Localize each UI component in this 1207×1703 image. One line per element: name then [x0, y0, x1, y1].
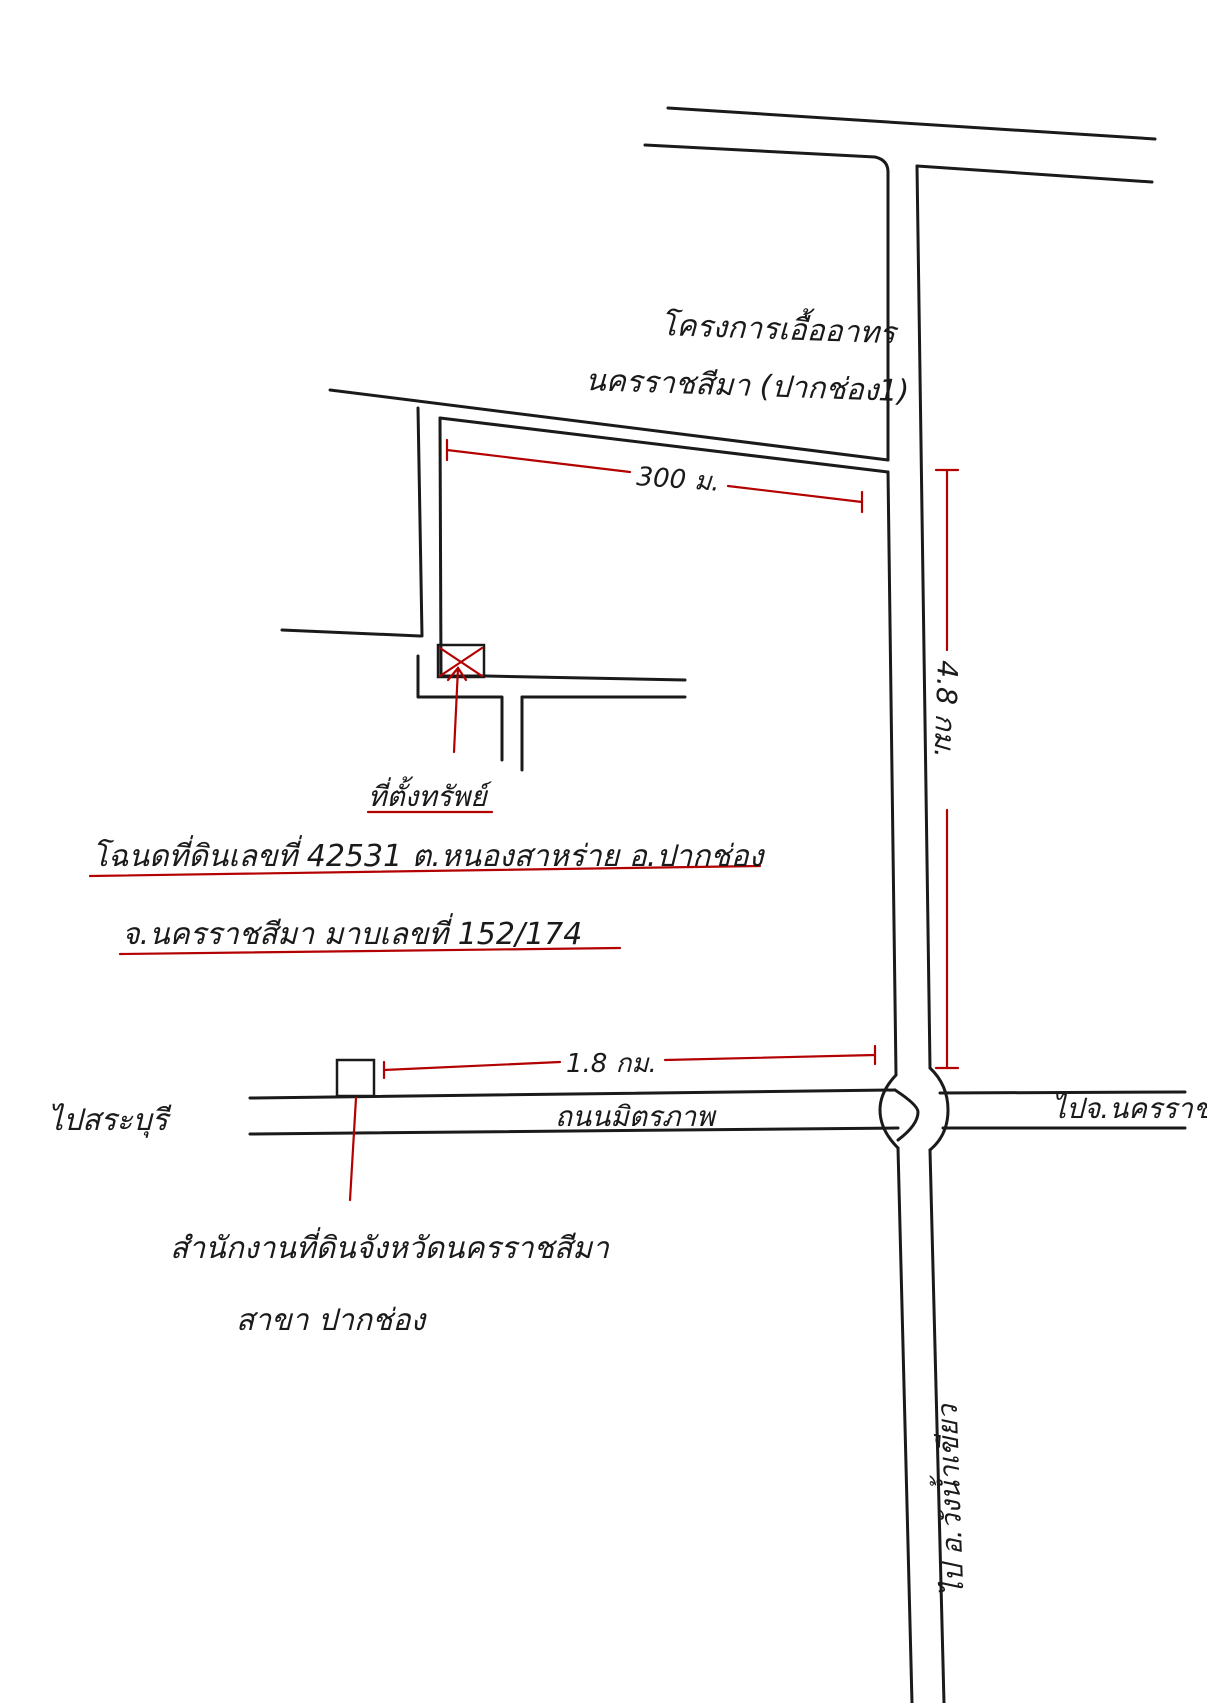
road-name-label: ถนนมิตรภาพ	[555, 1100, 717, 1133]
distance-4-8-label: 4.8 กม.	[928, 660, 964, 759]
land-office-pointer	[348, 1096, 358, 1202]
landmark-top-label: โครงการเอื้ออาทร	[660, 303, 900, 351]
land-office-box	[335, 1058, 376, 1098]
deed-line-1-underline	[88, 864, 762, 878]
deed-line-2-underline	[118, 946, 622, 956]
mittraphap-road	[248, 1066, 1187, 1152]
to-right-label: ไปจ.นครราชสีมา	[1052, 1092, 1207, 1125]
distance-1-8-label: 1.8 กม.	[566, 1049, 657, 1079]
top-road	[643, 106, 1157, 462]
south-road	[896, 1146, 946, 1703]
landmark-top-label-2: นครราชสีมา (ปากช่อง1)	[585, 363, 910, 409]
deed-line-2: จ.นครราชสีมา มาบเลขที่ 152/174	[122, 913, 582, 952]
land-office-label-2: สาขา ปากช่อง	[236, 1303, 427, 1338]
land-office-label-1: สำนักงานที่ดินจังหวัดนครราชสีมา	[170, 1227, 610, 1266]
to-bottom-label: ไป อ.วังน้ำเขียว	[927, 1402, 971, 1597]
property-pointer-arrow	[446, 666, 468, 754]
crossed-box-icon	[436, 643, 486, 679]
dimension-300m	[445, 438, 864, 514]
dimension-1-8km	[382, 1044, 877, 1080]
deed-line-1: โฉนดที่ดินเลขที่ 42531 ต.หนองสาหร่าย อ.ป…	[92, 835, 766, 874]
property-label: ที่ตั้งทรัพย์	[368, 776, 493, 813]
dimension-4-8km	[934, 468, 960, 1070]
vertical-road	[886, 164, 932, 1077]
distance-300-label: 300 ม.	[636, 462, 721, 498]
project-access-road	[280, 388, 890, 772]
to-left-label: ไปสระบุรี	[48, 1103, 172, 1138]
